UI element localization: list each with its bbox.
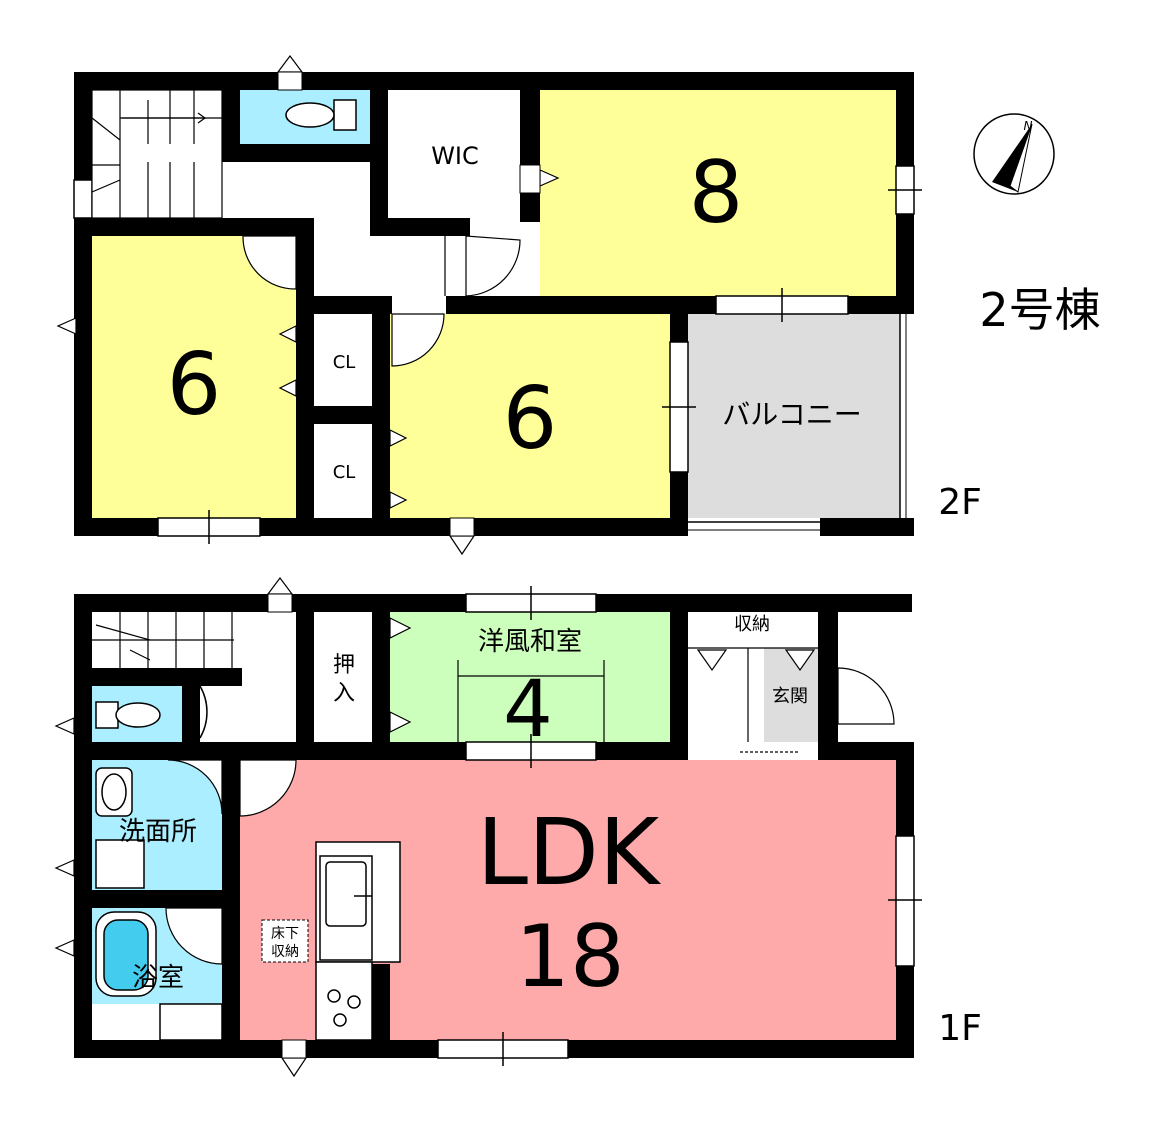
underfloor-label-1: 床下 [271, 926, 299, 942]
kitchen [315, 841, 401, 1041]
floor-1f-label: 1F [938, 1008, 982, 1049]
entrance-tiles [764, 648, 818, 742]
stairs-2f [91, 89, 223, 219]
underfloor-storage-box [261, 919, 309, 963]
balcony-label: バルコニー [722, 398, 861, 431]
oshiire-label-1: 押 [333, 653, 355, 678]
room-japanese-fill [390, 612, 670, 742]
room-balcony-fill [688, 314, 900, 518]
building-label: 2号棟 [979, 283, 1100, 337]
washroom-label: 洗面所 [119, 817, 197, 847]
underfloor-label-2: 収納 [271, 944, 299, 960]
floor-2f: WIC 8 6 6 CL CL バルコニー [56, 55, 922, 556]
room-bed8-fill [540, 90, 896, 296]
compass-north-label: N [1024, 119, 1033, 133]
entrance-label: 玄関 [772, 686, 808, 707]
bath-label: 浴室 [132, 963, 184, 993]
room-bed8-number: 8 [689, 143, 744, 243]
floor-2f-label: 2F [938, 482, 982, 523]
room-ldk-label: LDK [477, 799, 662, 906]
closet-top-label: CL [333, 352, 356, 373]
stairs-1f [92, 612, 234, 668]
door-bed6-left[interactable] [242, 235, 297, 290]
room-ldk-number: 18 [515, 907, 624, 1007]
door-bed8[interactable] [465, 235, 521, 297]
oshiire-label-2: 入 [333, 681, 355, 706]
door-bed6-mid[interactable] [391, 313, 445, 367]
room-wic-label: WIC [431, 142, 479, 170]
room-japanese-number: 4 [503, 665, 553, 755]
room-bed6-left-fill [92, 236, 298, 518]
toilet-2f [250, 99, 364, 147]
compass: N [973, 113, 1055, 195]
room-bed6-left-number: 6 [167, 335, 222, 435]
storage-label: 収納 [734, 614, 770, 635]
room-bed6-mid-number: 6 [503, 369, 558, 469]
room-bed6-mid-fill [390, 314, 670, 518]
floor-1f: 洋風和室 4 押 入 収納 玄関 LDK 18 洗面所 浴室 床下 収納 [54, 577, 922, 1078]
room-japanese-label: 洋風和室 [478, 627, 582, 657]
closet-bottom-label: CL [333, 462, 356, 483]
